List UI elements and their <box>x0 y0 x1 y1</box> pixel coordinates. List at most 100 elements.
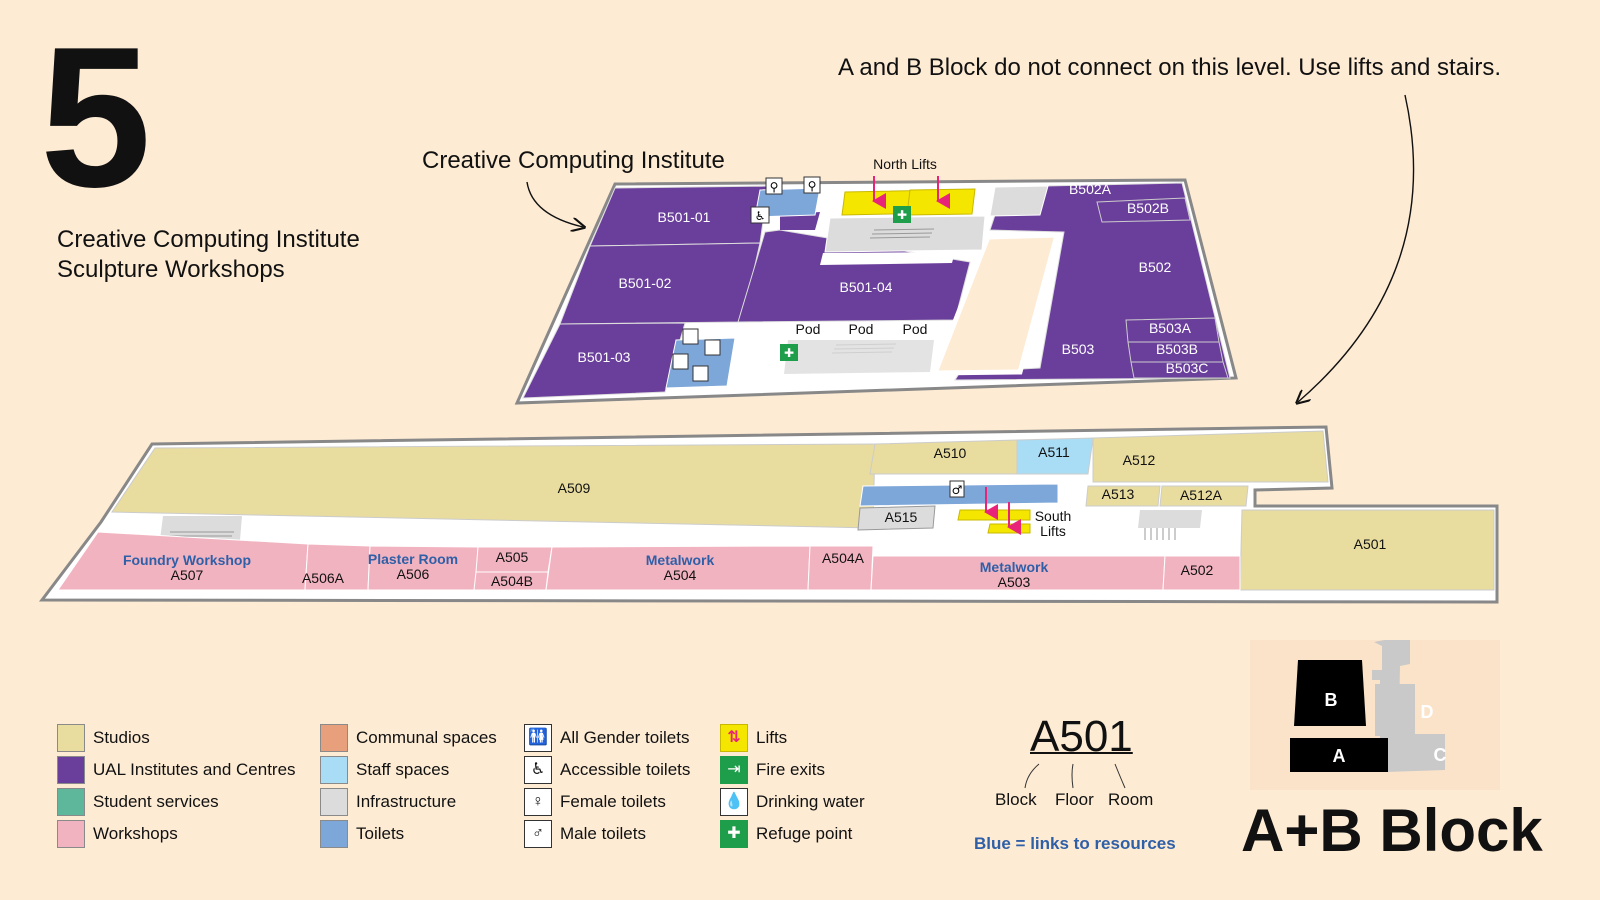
legend-label: Female toilets <box>560 792 666 811</box>
label-b502[interactable]: B502 <box>1139 259 1172 275</box>
link-metalwork-a503[interactable]: Metalwork <box>980 559 1049 575</box>
floor-subtitle-line1: Creative Computing Institute <box>57 226 360 253</box>
room-code-arrows <box>1024 763 1126 789</box>
legend-lifts: ⇅ Lifts <box>720 724 787 752</box>
legend-infrastructure: Infrastructure <box>320 788 456 816</box>
refuge-point-icon <box>780 344 798 361</box>
all-gender-toilet-icon: 🚻 <box>524 724 552 752</box>
block-b-label: B <box>1325 690 1338 710</box>
legend-label: Staff spaces <box>356 760 450 779</box>
label-b503c[interactable]: B503C <box>1166 360 1209 376</box>
label-a506[interactable]: A506 <box>397 566 430 582</box>
floor-subtitle-line2: Sculpture Workshops <box>57 256 285 283</box>
label-a513[interactable]: A513 <box>1102 486 1135 502</box>
legend-label: All Gender toilets <box>560 728 690 747</box>
block-c-shape <box>1382 734 1445 772</box>
floor-plan: ⚲ ⚲ ♿ ✚ ✚ North Lifts B501-01 B501-02 B5… <box>38 94 1499 604</box>
room-a511[interactable] <box>1016 437 1094 475</box>
block-d-label: D <box>1421 702 1434 722</box>
legend-label: Accessible toilets <box>560 760 691 779</box>
legend-label: Student services <box>93 792 219 811</box>
label-a515[interactable]: A515 <box>885 509 918 525</box>
legend-label: Drinking water <box>756 792 865 811</box>
label-b502b[interactable]: B502B <box>1127 200 1169 216</box>
label-b501-03[interactable]: B501-03 <box>578 349 631 365</box>
drinking-water-icon: 💧 <box>720 788 748 816</box>
label-a502[interactable]: A502 <box>1181 562 1214 578</box>
all-gender-toilet-icon <box>765 177 783 195</box>
all-gender-toilet-icon <box>682 328 699 345</box>
legend-ual-institutes: UAL Institutes and Centres <box>57 756 296 784</box>
room-code-block-label: Block <box>995 790 1037 809</box>
studios-swatch <box>57 724 85 752</box>
label-a504[interactable]: A504 <box>664 567 697 583</box>
label-b503[interactable]: B503 <box>1062 341 1095 357</box>
blue-links-note: Blue = links to resources <box>974 834 1176 853</box>
room-a513[interactable] <box>1085 485 1161 507</box>
room-a515[interactable] <box>857 505 936 531</box>
room-b501-03[interactable] <box>522 322 686 399</box>
legend-label: Lifts <box>756 728 788 747</box>
label-pod-3[interactable]: Pod <box>903 321 928 337</box>
block-c-label: C <box>1434 745 1447 765</box>
cci-callout-label: Creative Computing Institute <box>422 147 725 174</box>
label-pod-2[interactable]: Pod <box>849 321 874 337</box>
label-a512[interactable]: A512 <box>1123 452 1156 468</box>
male-toilet-icon <box>949 480 965 498</box>
label-b503a[interactable]: B503A <box>1149 320 1192 336</box>
room-a501[interactable] <box>1239 509 1495 591</box>
label-a504b[interactable]: A504B <box>491 573 533 589</box>
legend-label: Refuge point <box>756 824 853 843</box>
label-a511[interactable]: A511 <box>1038 444 1070 460</box>
lift-icon: ⇅ <box>720 724 748 752</box>
label-a512a[interactable]: A512A <box>1180 487 1223 503</box>
label-a505[interactable]: A505 <box>496 549 529 565</box>
room-a502[interactable] <box>1162 555 1241 591</box>
label-b501-04[interactable]: B501-04 <box>840 279 893 295</box>
label-b503b[interactable]: B503B <box>1156 341 1198 357</box>
label-a510[interactable]: A510 <box>934 445 967 461</box>
block-a-label: A <box>1333 746 1346 766</box>
communal-spaces-swatch <box>320 724 348 752</box>
label-a509[interactable]: A509 <box>558 480 591 496</box>
legend-label: Studios <box>93 728 150 747</box>
label-a501[interactable]: A501 <box>1354 536 1387 552</box>
infrastructure-swatch <box>320 788 348 816</box>
legend-label: Infrastructure <box>356 792 457 811</box>
staff-spaces-swatch <box>320 756 348 784</box>
room-code-example-text: A501 <box>1030 712 1133 761</box>
toilets-swatch <box>320 820 348 848</box>
legend-drinking-water: 💧 Drinking water <box>720 788 865 816</box>
label-pod-1[interactable]: Pod <box>796 321 821 337</box>
legend-label: Fire exits <box>756 760 825 779</box>
room-a512[interactable] <box>1092 430 1329 483</box>
room-b503c[interactable] <box>1130 361 1229 379</box>
label-a506a[interactable]: A506A <box>302 570 345 586</box>
all-gender-toilet-icon <box>803 176 821 194</box>
block-b-shape[interactable] <box>1294 660 1366 726</box>
refuge-point-icon <box>893 206 911 223</box>
a-block-plan: ♂ A509 A510 A511 A512 A512A A513 A515 A5… <box>38 425 1499 604</box>
male-toilet-icon: ♂ <box>524 820 552 848</box>
cci-callout-arrow <box>526 181 583 227</box>
female-toilet-icon: ♀ <box>524 788 552 816</box>
svg-text:✚: ✚ <box>784 346 794 360</box>
connection-notice: A and B Block do not connect on this lev… <box>838 54 1502 81</box>
svg-text:⚲: ⚲ <box>770 180 779 194</box>
label-b501-01[interactable]: B501-01 <box>658 209 711 225</box>
all-gender-toilet-icon <box>704 339 721 356</box>
label-a504a[interactable]: A504A <box>822 550 865 566</box>
legend-label: Communal spaces <box>356 728 497 747</box>
room-a512a[interactable] <box>1159 485 1249 507</box>
link-metalwork-a504[interactable]: Metalwork <box>646 552 715 568</box>
block-a-shape[interactable] <box>1290 738 1388 772</box>
link-foundry-workshop[interactable]: Foundry Workshop <box>123 552 251 568</box>
label-b501-02[interactable]: B501-02 <box>619 275 672 291</box>
legend-all-gender-toilets: 🚻 All Gender toilets <box>524 724 689 752</box>
label-a507[interactable]: A507 <box>171 567 204 583</box>
room-b502b[interactable] <box>1096 197 1191 223</box>
link-plaster-room[interactable]: Plaster Room <box>368 551 458 567</box>
label-a503[interactable]: A503 <box>998 574 1031 590</box>
legend-refuge-point: ✚ Refuge point <box>720 820 852 848</box>
label-b502a[interactable]: B502A <box>1069 181 1112 197</box>
